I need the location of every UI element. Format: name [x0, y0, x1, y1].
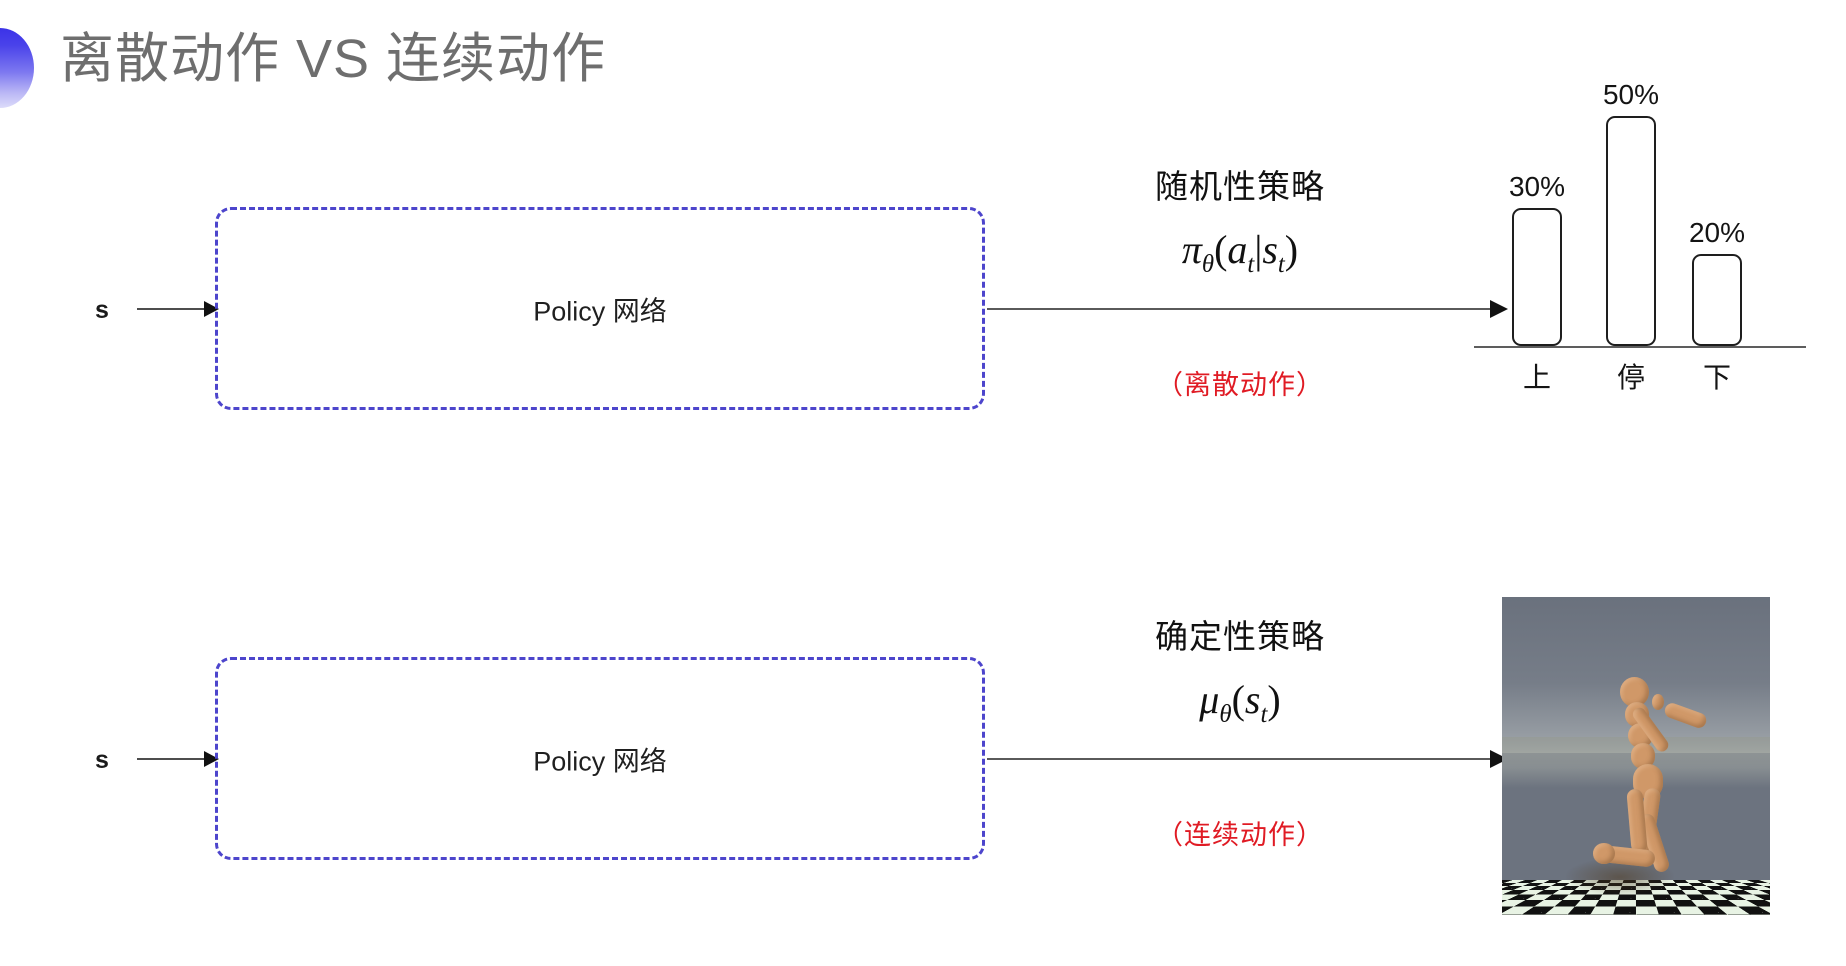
- output-arrow-discrete: [987, 300, 1508, 318]
- formula-pipe: |: [1254, 227, 1263, 272]
- bar-category-label-1: 停: [1616, 362, 1646, 393]
- chart-baseline-axis: [1474, 346, 1806, 348]
- formula-arg1: a: [1227, 227, 1248, 272]
- policy-kind-label-discrete: 随机性策略: [1155, 168, 1325, 205]
- row-discrete: s Policy 网络 随机性策略 πθ(at|st) （离散动作） 30% 上…: [0, 0, 1846, 480]
- humanoid-simulation-image: [1502, 597, 1770, 915]
- policy-formula-continuous: μθ(st): [1095, 676, 1385, 729]
- bar-value-label-2: 20%: [1688, 217, 1746, 248]
- policy-network-box-discrete[interactable]: Policy 网络: [215, 207, 985, 410]
- bar-rect-0[interactable]: [1512, 208, 1562, 346]
- policy-kind-label-continuous: 确定性策略: [1155, 618, 1325, 655]
- formula-open-paren: (: [1214, 227, 1228, 272]
- bar-category-label-0: 上: [1522, 362, 1552, 393]
- policy-network-label-discrete: Policy 网络: [533, 296, 667, 326]
- formula-arg2-sub: t: [1277, 251, 1285, 278]
- humanoid-left-foot: [1593, 843, 1615, 865]
- bar-value-label-1: 50%: [1602, 79, 1660, 110]
- bar-value-label-0: 30%: [1508, 171, 1566, 202]
- page-title: 离散动作 VS 连续动作: [60, 29, 607, 89]
- formula-head: μ: [1199, 677, 1220, 722]
- formula-arg1: s: [1244, 677, 1261, 722]
- formula-arg1-sub: t: [1260, 701, 1268, 728]
- humanoid-left-hand: [1652, 693, 1665, 710]
- formula-close-paren: ): [1267, 677, 1281, 722]
- bar-rect-2[interactable]: [1692, 254, 1742, 346]
- formula-head-sub: θ: [1219, 701, 1232, 728]
- bar-category-label-2: 下: [1702, 362, 1732, 393]
- policy-formula-discrete: πθ(at|st): [1095, 226, 1385, 279]
- input-state-label-discrete: s: [95, 296, 109, 324]
- action-type-note-continuous: （连续动作）: [1156, 820, 1324, 850]
- policy-network-box-continuous[interactable]: Policy 网络: [215, 657, 985, 860]
- formula-head-sub: θ: [1201, 251, 1215, 278]
- policy-annotation-continuous: 确定性策略 μθ(st): [1095, 610, 1385, 729]
- formula-arg1-sub: t: [1247, 251, 1255, 278]
- row-continuous: s Policy 网络 确定性策略 μθ(st) （连续动作）: [0, 450, 1846, 966]
- action-probability-bar-chart: 30% 上 50% 停 20% 下: [1470, 79, 1810, 400]
- input-arrow-continuous: [137, 751, 219, 767]
- policy-network-label-continuous: Policy 网络: [533, 746, 667, 776]
- input-arrow-discrete: [137, 301, 219, 317]
- bar-rect-1[interactable]: [1606, 116, 1656, 346]
- input-state-label-continuous: s: [95, 746, 109, 774]
- formula-head: π: [1181, 227, 1202, 272]
- formula-arg2: s: [1262, 227, 1278, 272]
- output-arrow-continuous: [987, 750, 1508, 768]
- formula-open-paren: (: [1231, 677, 1245, 722]
- policy-annotation-discrete: 随机性策略 πθ(at|st): [1095, 160, 1385, 279]
- humanoid-head: [1619, 676, 1650, 707]
- formula-close-paren: ): [1284, 227, 1299, 272]
- action-type-note-discrete: （离散动作）: [1156, 370, 1324, 400]
